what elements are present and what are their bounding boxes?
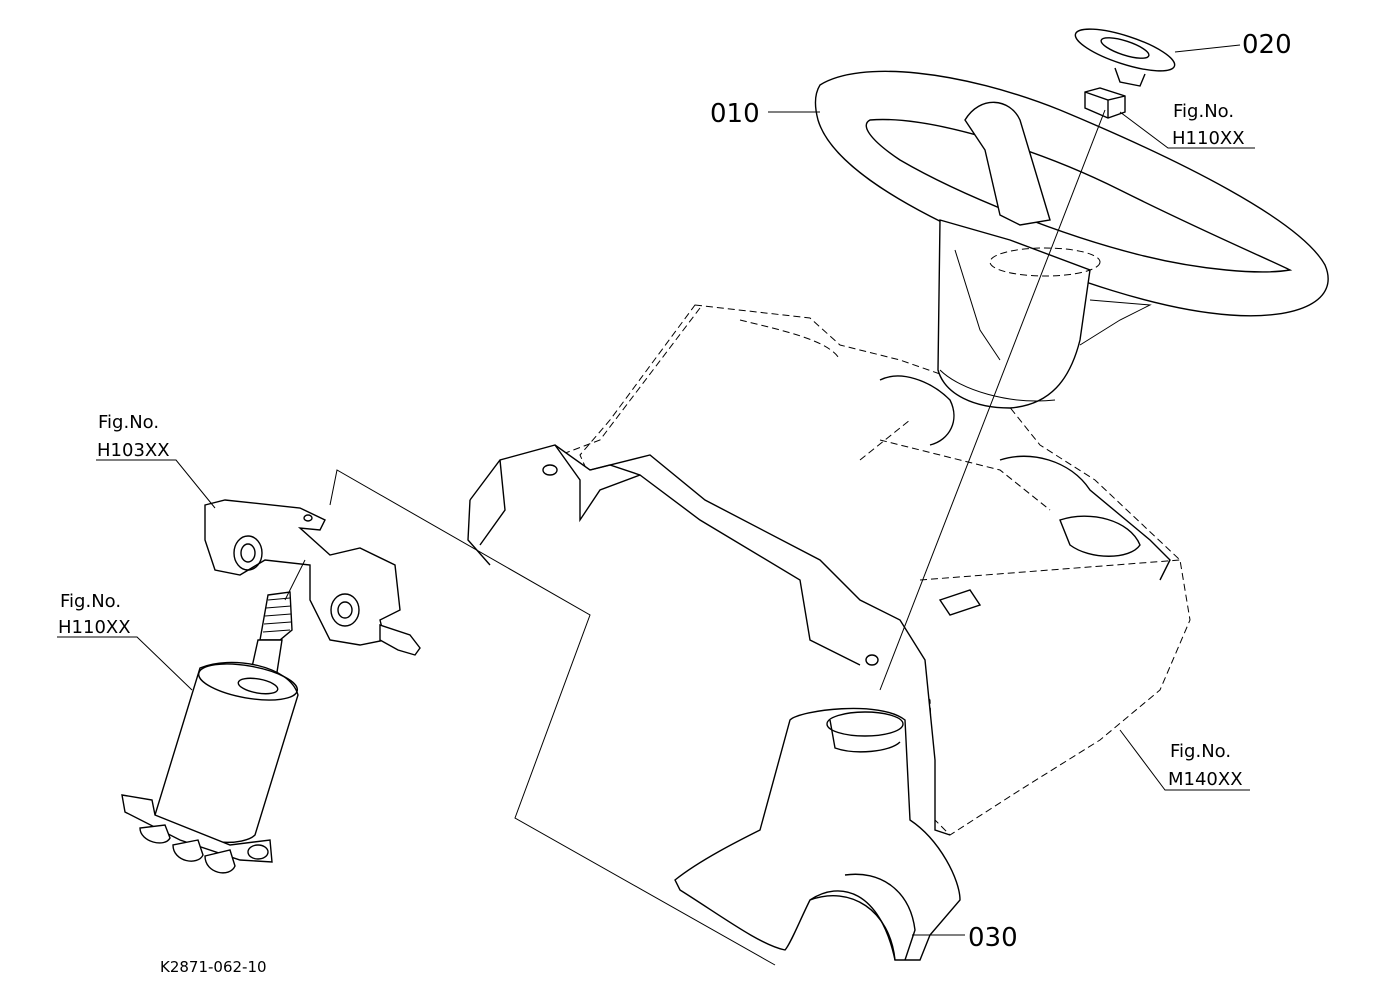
mounting-bracket <box>204 499 421 656</box>
fig-ref-h103: H103XX <box>97 440 170 461</box>
fig-label-unit: Fig.No. <box>60 591 121 612</box>
steering-nut <box>1084 87 1126 119</box>
steering-wheel <box>814 70 1329 409</box>
steering-unit <box>121 591 299 874</box>
callout-030: 030 <box>968 923 1018 953</box>
fig-ref-m140: M140XX <box>1168 769 1243 790</box>
fig-ref-h110-top: H110XX <box>1172 128 1245 149</box>
fig-label-dashboard: Fig.No. <box>1170 741 1231 762</box>
leader-h110-left <box>57 636 193 691</box>
callout-020: 020 <box>1242 30 1292 60</box>
fig-label-bracket: Fig.No. <box>98 412 159 433</box>
leader-h103 <box>96 459 216 509</box>
leader-020 <box>1174 44 1241 53</box>
hub-cap <box>1074 28 1176 87</box>
bracket-axis-line <box>284 559 306 601</box>
leader-m140 <box>1119 729 1250 791</box>
callout-010: 010 <box>710 99 760 129</box>
fig-ref-h110-left: H110XX <box>58 617 131 638</box>
assembly-axis-line <box>879 109 1106 691</box>
assembly-leader <box>329 469 776 966</box>
leader-h110-top <box>1119 111 1255 149</box>
drawing-code: K2871-062-10 <box>160 958 267 976</box>
column-cover <box>674 707 961 961</box>
fig-label-top: Fig.No. <box>1173 101 1234 122</box>
